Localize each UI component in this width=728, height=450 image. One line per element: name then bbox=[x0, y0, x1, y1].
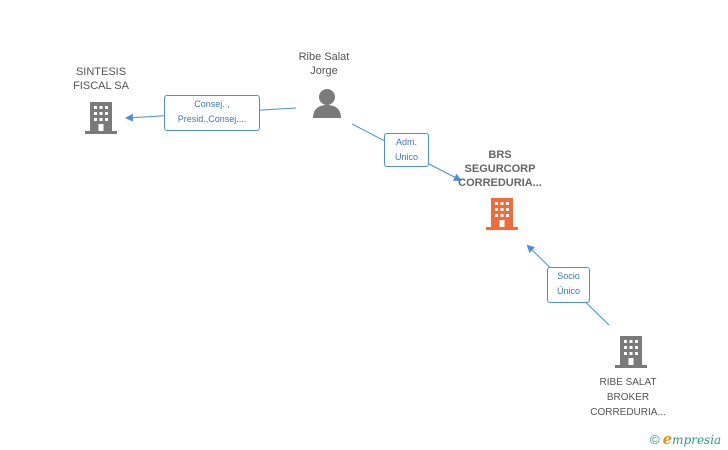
building-icon[interactable] bbox=[615, 334, 647, 373]
edge-label-socio[interactable]: Socio Único bbox=[547, 267, 590, 303]
node-label-ribe-broker[interactable]: RIBE SALAT BROKER CORREDURIA... bbox=[578, 375, 678, 420]
node-label-line: CORREDURIA... bbox=[590, 407, 666, 418]
edge-label-consej[interactable]: Consej. , Presid.,Consej.... bbox=[164, 95, 260, 131]
node-label-line: FISCAL SA bbox=[73, 80, 129, 92]
edge-label-line: Único bbox=[556, 286, 580, 296]
node-label-line: Ribe Salat bbox=[298, 51, 350, 63]
copyright-symbol: © bbox=[650, 432, 660, 447]
edge-label-line: Presid.,Consej.... bbox=[177, 114, 247, 124]
edge-label-line: Consej. , bbox=[194, 99, 230, 109]
edge-label-adm[interactable]: Adm. Unico bbox=[384, 133, 429, 167]
node-label-line: BRS bbox=[488, 149, 512, 161]
edge-label-line: Socio bbox=[557, 271, 580, 281]
building-icon[interactable] bbox=[85, 100, 117, 139]
brand-name: mpresia bbox=[672, 433, 722, 447]
person-icon[interactable] bbox=[312, 88, 342, 125]
node-label-line: SINTESIS bbox=[75, 66, 127, 78]
node-label-brs[interactable]: BRS SEGURCORP CORREDURIA... bbox=[442, 148, 558, 190]
edge-label-line: Adm. bbox=[395, 137, 417, 147]
node-label-line: BROKER bbox=[606, 392, 650, 403]
node-label-line: Jorge bbox=[310, 65, 338, 77]
node-label-line: CORREDURIA... bbox=[458, 177, 542, 189]
node-label-sintesis[interactable]: SINTESIS FISCAL SA bbox=[61, 65, 141, 93]
brand-initial: e bbox=[662, 430, 673, 448]
node-label-line: SEGURCORP bbox=[464, 163, 536, 175]
node-label-ribe-person[interactable]: Ribe Salat Jorge bbox=[284, 50, 364, 78]
building-icon[interactable] bbox=[486, 196, 518, 235]
empresia-watermark: ©empresia bbox=[650, 430, 721, 448]
node-label-line: RIBE SALAT bbox=[599, 377, 657, 388]
edge-label-line: Unico bbox=[394, 152, 418, 162]
